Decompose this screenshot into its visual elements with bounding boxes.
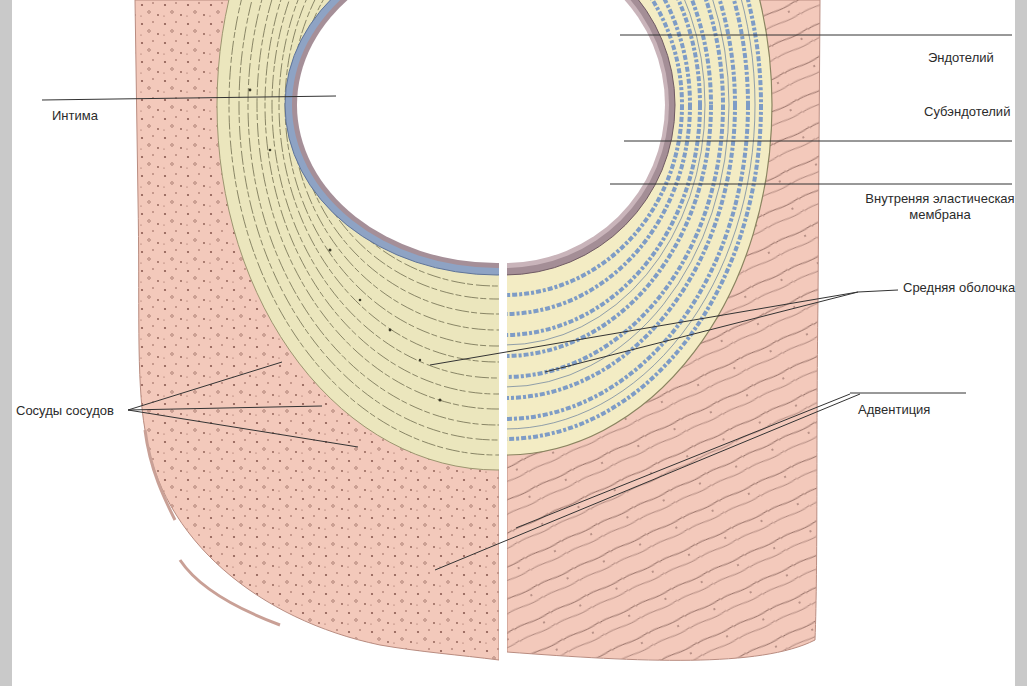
part-label: Эндотелий	[928, 50, 1020, 66]
part-label: Сосуды сосудов	[16, 403, 126, 419]
part-label: Адвентиция	[858, 402, 968, 418]
part-label: Интима	[52, 108, 132, 124]
part-label: Субэндотелий	[924, 104, 1020, 120]
part-label: Внутреняя эластическая мембрана	[860, 191, 1020, 223]
leader-lines	[42, 35, 1012, 570]
part-label: Средняя оболочка	[903, 280, 1021, 296]
